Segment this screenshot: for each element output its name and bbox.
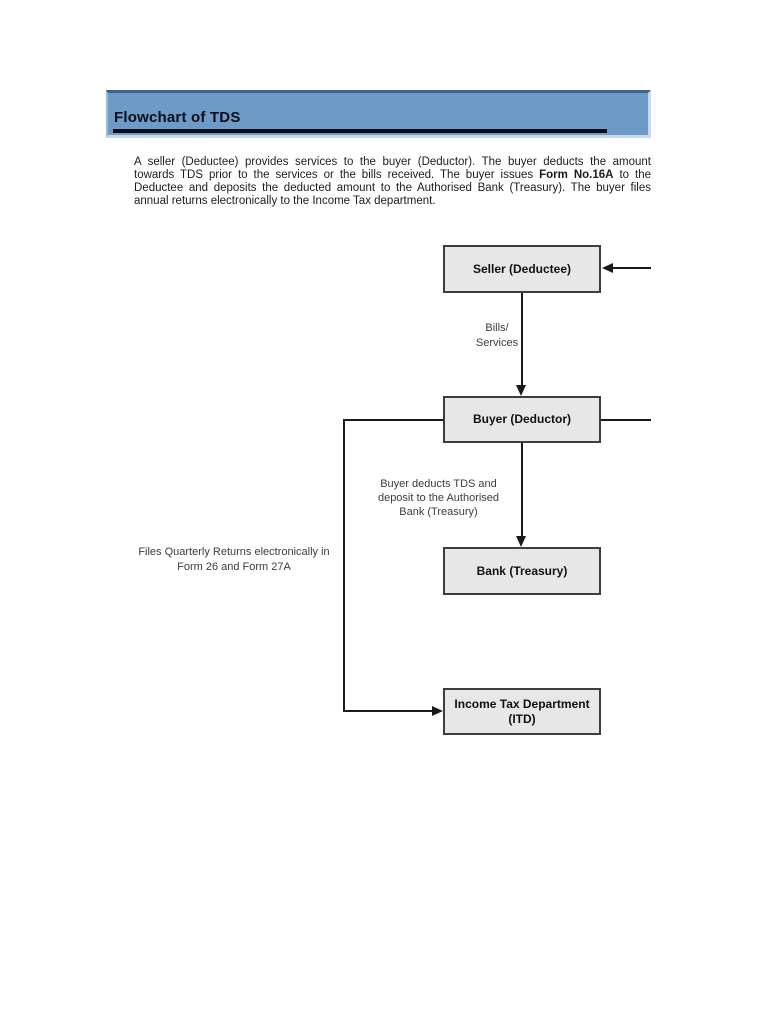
arrowhead-right-icon (432, 706, 443, 716)
edge-seller-to-buyer (521, 293, 523, 387)
node-seller-deductee: Seller (Deductee) (443, 245, 601, 293)
label-bills-services: Bills/ Services (475, 322, 519, 349)
edge-buyer-to-bank (521, 443, 523, 537)
label-files-quarterly-returns: Files Quarterly Returns electronically i… (138, 546, 330, 573)
node-income-tax-department: Income Tax Department (ITD) (443, 688, 601, 735)
page-title: Flowchart of TDS (114, 109, 241, 126)
title-banner: Flowchart of TDS (106, 90, 651, 138)
edge-buyer-right-stub (601, 419, 651, 421)
edge-left-vertical (343, 419, 345, 712)
intro-line2-post: to the (613, 169, 651, 181)
intro-line: A seller (Deductee) provides services to… (134, 156, 651, 168)
label-buyer-deducts-tds: Buyer deducts TDS and deposit to the Aut… (377, 478, 500, 518)
title-underline (113, 129, 607, 133)
intro-line2-pre: towards TDS prior to the services or the… (134, 169, 540, 181)
intro-line: annual returns electronically to the Inc… (134, 195, 436, 207)
form-16a-bold: Form No.16A (539, 169, 614, 181)
arrowhead-left-icon (602, 263, 613, 273)
intro-line: Deductee and deposits the deducted amoun… (134, 182, 651, 194)
node-bank-treasury: Bank (Treasury) (443, 547, 601, 595)
arrowhead-down-icon (516, 385, 526, 396)
edge-to-itd-horizontal (343, 710, 433, 712)
intro-line: towards TDS prior to the services or the… (134, 169, 651, 182)
arrowhead-down-icon (516, 536, 526, 547)
edge-inbound-to-seller (604, 267, 651, 269)
edge-buyer-left-horizontal (343, 419, 443, 421)
intro-paragraph: A seller (Deductee) provides services to… (134, 156, 651, 208)
node-buyer-deductor: Buyer (Deductor) (443, 396, 601, 443)
